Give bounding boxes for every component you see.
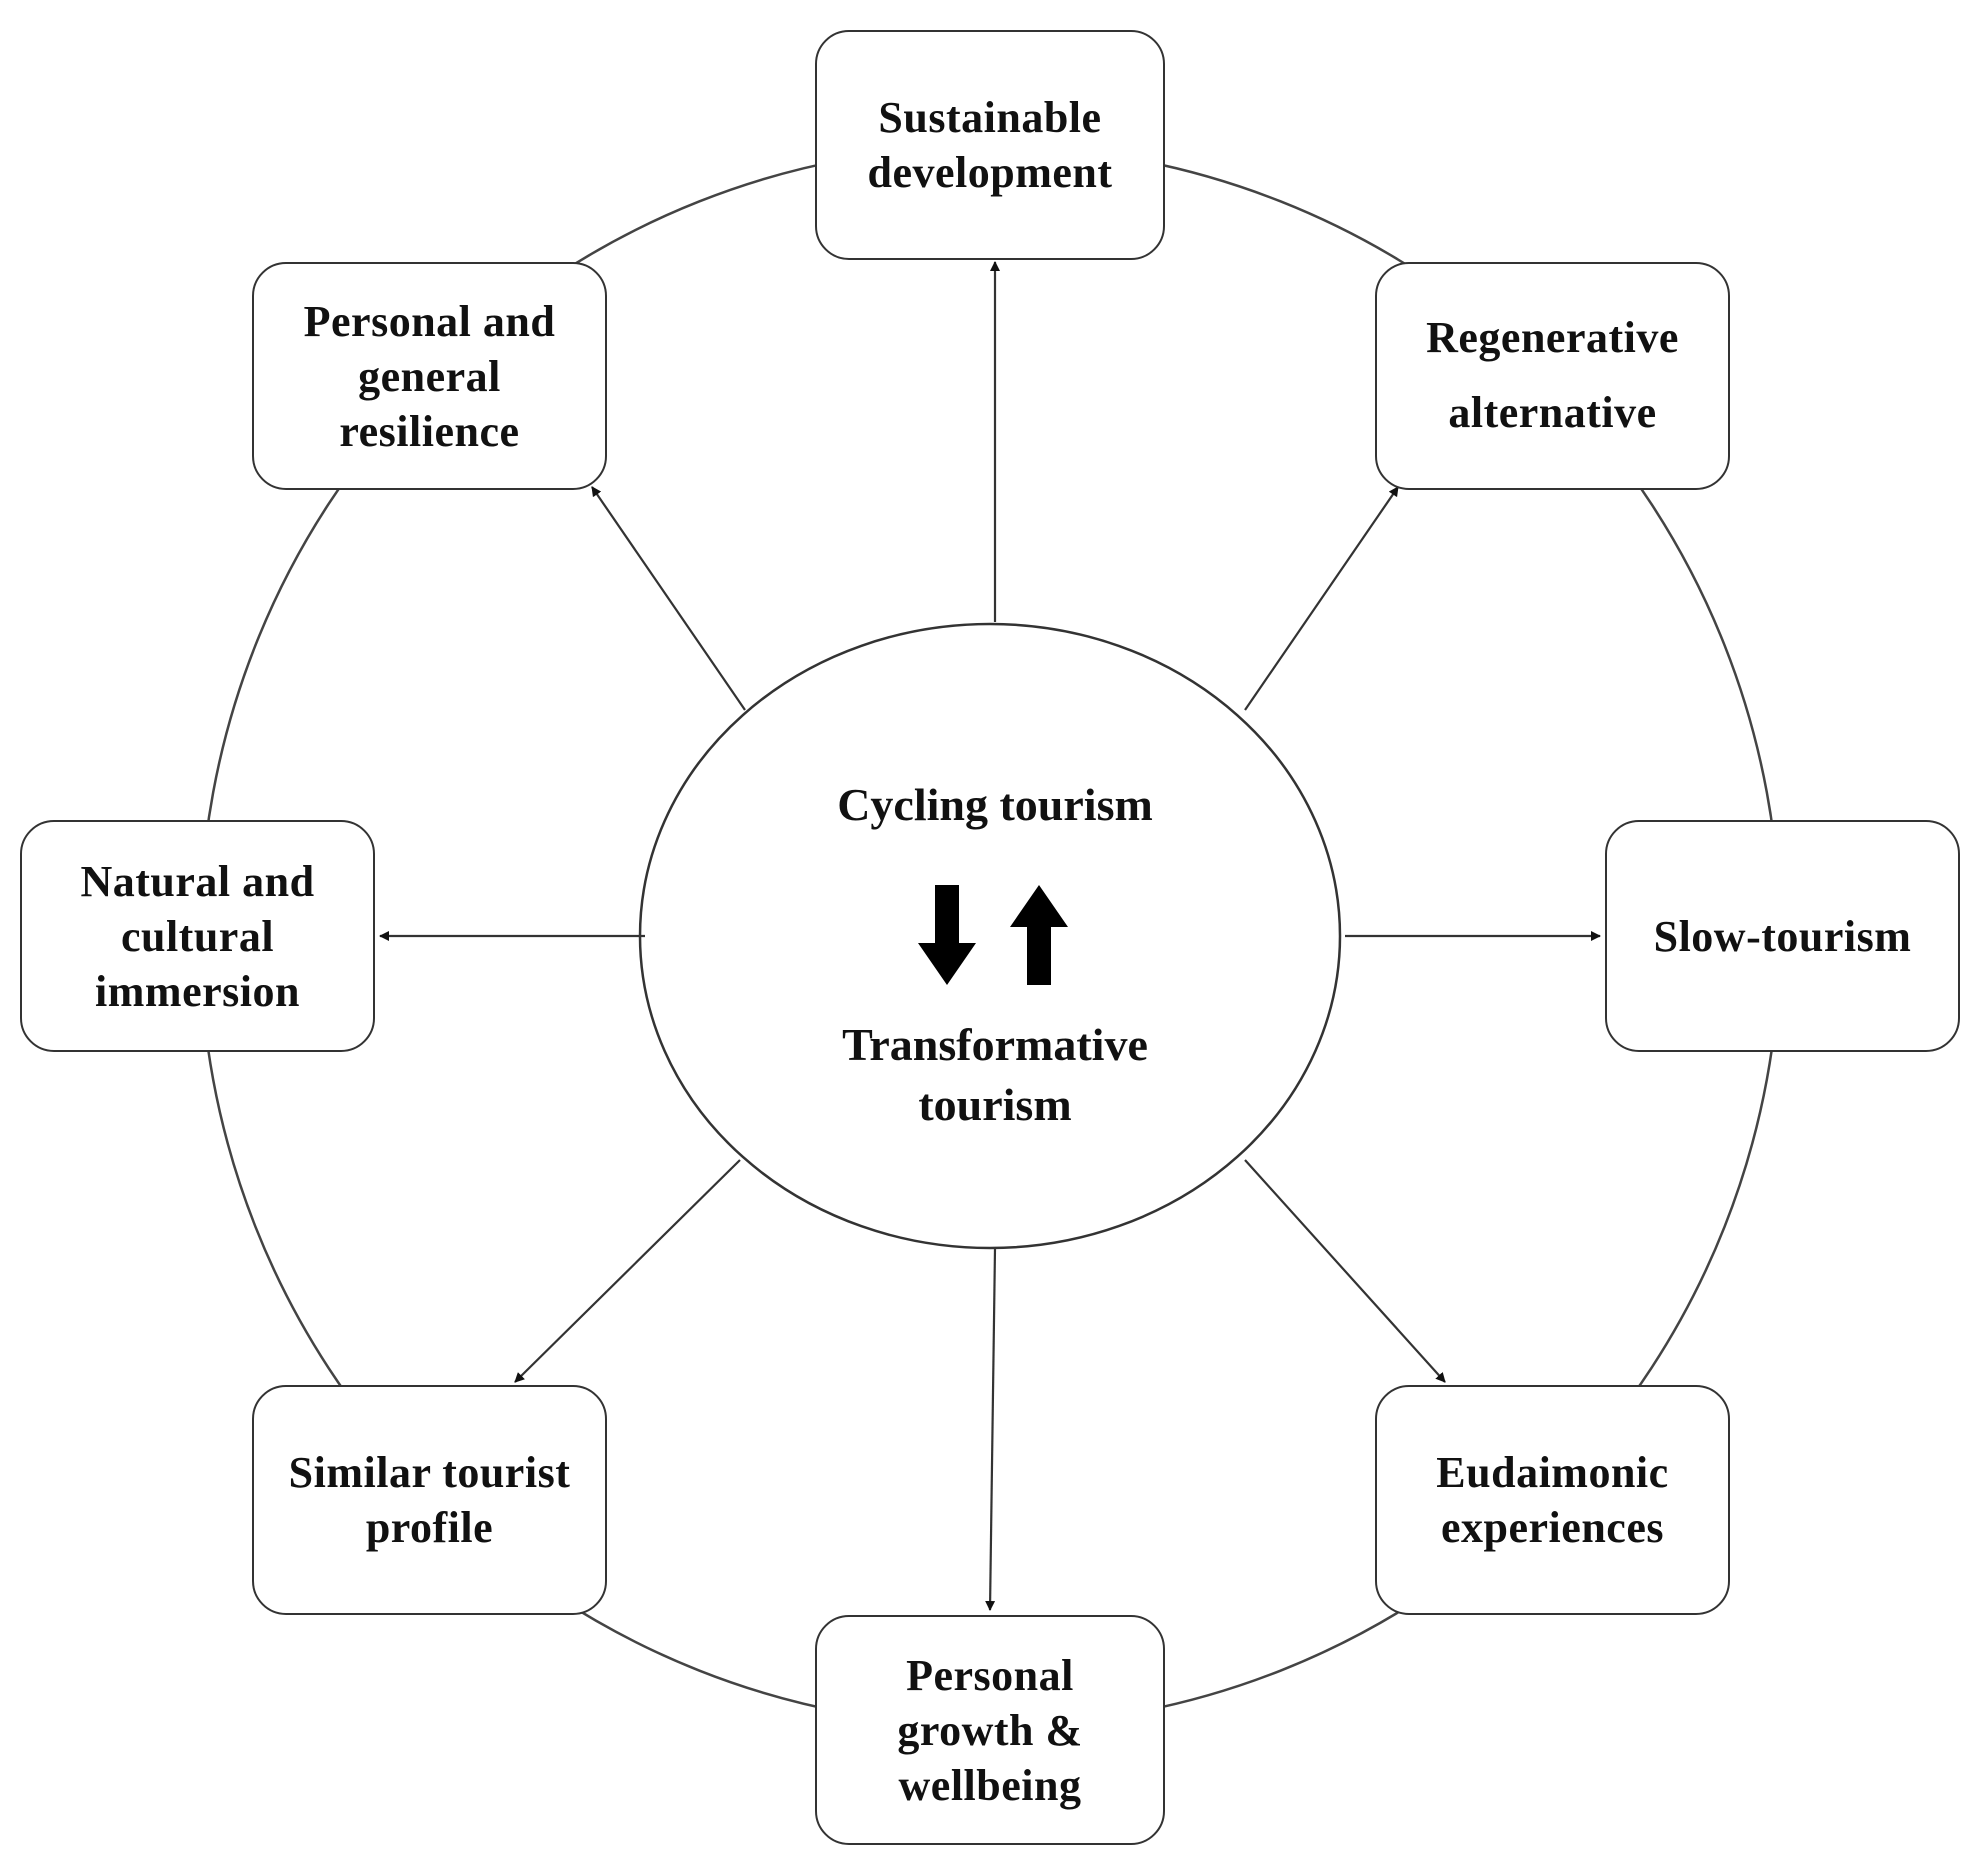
- node-personal-general-resilience: Personal and general resilience: [252, 262, 607, 490]
- arrow-to-bottom-left: [514, 1159, 741, 1383]
- arrow-to-top-right: [1244, 486, 1399, 711]
- node-similar-tourist-profile: Similar tourist profile: [252, 1385, 607, 1615]
- arrow-to-bottom-right: [1244, 1159, 1446, 1383]
- up-arrow-icon: [1010, 885, 1068, 985]
- node-sustainable-development: Sustainable development: [815, 30, 1165, 260]
- center-top-label: Cycling tourism: [837, 779, 1153, 830]
- center-bottom-label: Transformative tourism: [842, 1019, 1148, 1130]
- node-regenerative-alternative: Regenerative alternative: [1375, 262, 1730, 490]
- node-slow-tourism: Slow-tourism: [1605, 820, 1960, 1052]
- center-ellipse: [638, 622, 1342, 1250]
- node-natural-cultural-immersion: Natural and cultural immersion: [20, 820, 375, 1052]
- node-personal-growth-wellbeing: Personal growth & wellbeing: [815, 1615, 1165, 1845]
- arrow-to-bottom: [985, 1247, 997, 1611]
- node-eudaimonic-experiences: Eudaimonic experiences: [1375, 1385, 1730, 1615]
- arrow-to-top-left: [591, 486, 746, 711]
- down-arrow-icon: [918, 885, 976, 985]
